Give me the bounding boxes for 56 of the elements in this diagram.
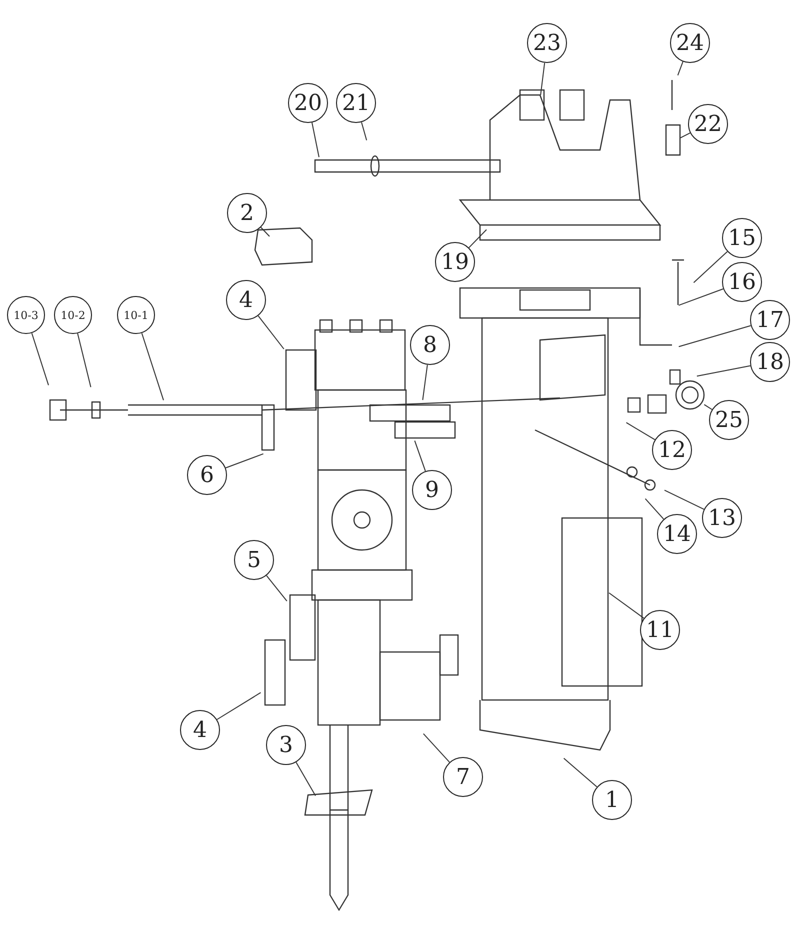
callout-number: 15 [722, 218, 762, 258]
leader-line [414, 440, 426, 472]
leader-line [31, 332, 49, 386]
leader-line [704, 404, 712, 410]
callout-number: 13 [702, 498, 742, 538]
callout-number: 3 [266, 725, 306, 765]
leader-line [468, 229, 487, 248]
callout-number: 2 [227, 193, 267, 233]
leader-line [260, 226, 270, 237]
callout-number: 23 [527, 23, 567, 63]
leader-line [644, 498, 664, 520]
leader-line [608, 592, 644, 619]
callout-number: 10-1 [117, 296, 155, 334]
leader-line [422, 364, 428, 400]
leader-line [258, 315, 284, 350]
leader-line [680, 132, 691, 138]
leader-line [677, 61, 684, 76]
callout-number: 18 [750, 342, 790, 382]
leader-line [296, 762, 316, 796]
callout-number: 10-2 [54, 296, 92, 334]
callout-number: 1 [592, 780, 632, 820]
callout-number: 6 [187, 455, 227, 495]
callout-number: 4 [180, 710, 220, 750]
callout-number: 9 [412, 470, 452, 510]
callout-number: 16 [722, 262, 762, 302]
callout-number: 8 [410, 325, 450, 365]
leader-line [664, 490, 704, 510]
callout-number: 22 [688, 104, 728, 144]
callout-number: 25 [709, 400, 749, 440]
leader-line [216, 692, 262, 720]
leader-line [563, 758, 598, 788]
callout-number: 24 [670, 23, 710, 63]
callout-number: 20 [288, 83, 328, 123]
leader-line [693, 251, 728, 284]
leader-line [696, 365, 751, 377]
leader-line [626, 422, 656, 440]
leader-line [540, 62, 546, 96]
leader-line [361, 122, 368, 141]
callout-number: 19 [435, 242, 475, 282]
callout-number: 5 [234, 540, 274, 580]
callout-number: 17 [750, 300, 790, 340]
callout-number: 21 [336, 83, 376, 123]
callout-number: 7 [443, 757, 483, 797]
callout-number: 4 [226, 280, 266, 320]
callout-number: 14 [657, 514, 697, 554]
leader-line [312, 122, 320, 158]
leader-line [266, 575, 288, 602]
leader-line [422, 733, 450, 763]
leader-line [678, 288, 724, 306]
leader-line [77, 332, 92, 388]
leader-line [678, 325, 752, 348]
callout-number: 10-3 [7, 296, 45, 334]
leader-line [225, 453, 264, 468]
callout-number: 11 [640, 610, 680, 650]
leader-line [141, 332, 164, 401]
callout-number: 12 [652, 430, 692, 470]
